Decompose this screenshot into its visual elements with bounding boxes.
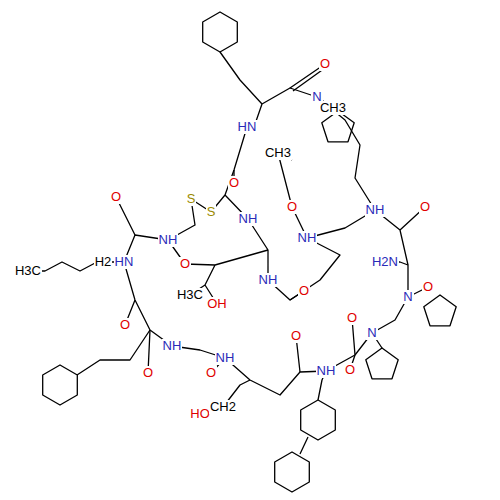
atom-label: H2N [371, 255, 399, 269]
atom-label: O [179, 257, 191, 271]
atom-label: NH [158, 233, 179, 247]
atom-label: HN [114, 255, 135, 269]
pyrrolidine-ring [424, 295, 456, 326]
atom-label: O [422, 280, 434, 294]
atom-label: O [346, 311, 358, 325]
atom-label: HN [237, 120, 258, 134]
atom-label: O [205, 366, 217, 380]
atom-label: O [290, 329, 302, 343]
atom-label: NH [215, 351, 236, 365]
atom-label: HO [189, 407, 211, 421]
atom-label: NH [238, 212, 259, 226]
atom-label: OH [206, 297, 228, 311]
atom-label: O [298, 284, 310, 298]
phenyl-ring [301, 400, 336, 440]
atom-label: CH3 [264, 146, 292, 160]
atom-label: NH [365, 203, 386, 217]
atom-label: O [110, 190, 122, 204]
pyrrolidine-ring [366, 348, 398, 379]
atom-label: CH3 [319, 101, 347, 115]
atom-label: N [366, 326, 377, 340]
atom-label: O [419, 200, 431, 214]
phenyl-ring [203, 12, 238, 52]
macrocycle-backbone [124, 88, 408, 395]
atom-label: N [402, 290, 413, 304]
atom-label: O [344, 363, 356, 377]
atom-label: NH [316, 364, 337, 378]
side-chains [28, 52, 428, 454]
atom-label: O [142, 366, 154, 380]
atom-label: S [206, 205, 217, 219]
carbonyl-bonds [125, 64, 425, 373]
atom-label: H2 [94, 255, 113, 269]
atom-label: CH2 [209, 400, 237, 414]
inner-backbone [185, 153, 375, 304]
phenyl-ring [275, 452, 310, 492]
atom-label: S [186, 192, 197, 206]
atom-label: O [319, 57, 331, 71]
phenyl-ring [43, 365, 78, 405]
atom-label: H3C [176, 288, 204, 302]
atom-label: NH [162, 339, 183, 353]
atom-label: NH [297, 231, 318, 245]
atom-label: O [119, 318, 131, 332]
atom-label: O [228, 176, 240, 190]
atom-label: H3C [14, 264, 42, 278]
atom-label: NH [258, 273, 279, 287]
atom-label: O [286, 200, 298, 214]
